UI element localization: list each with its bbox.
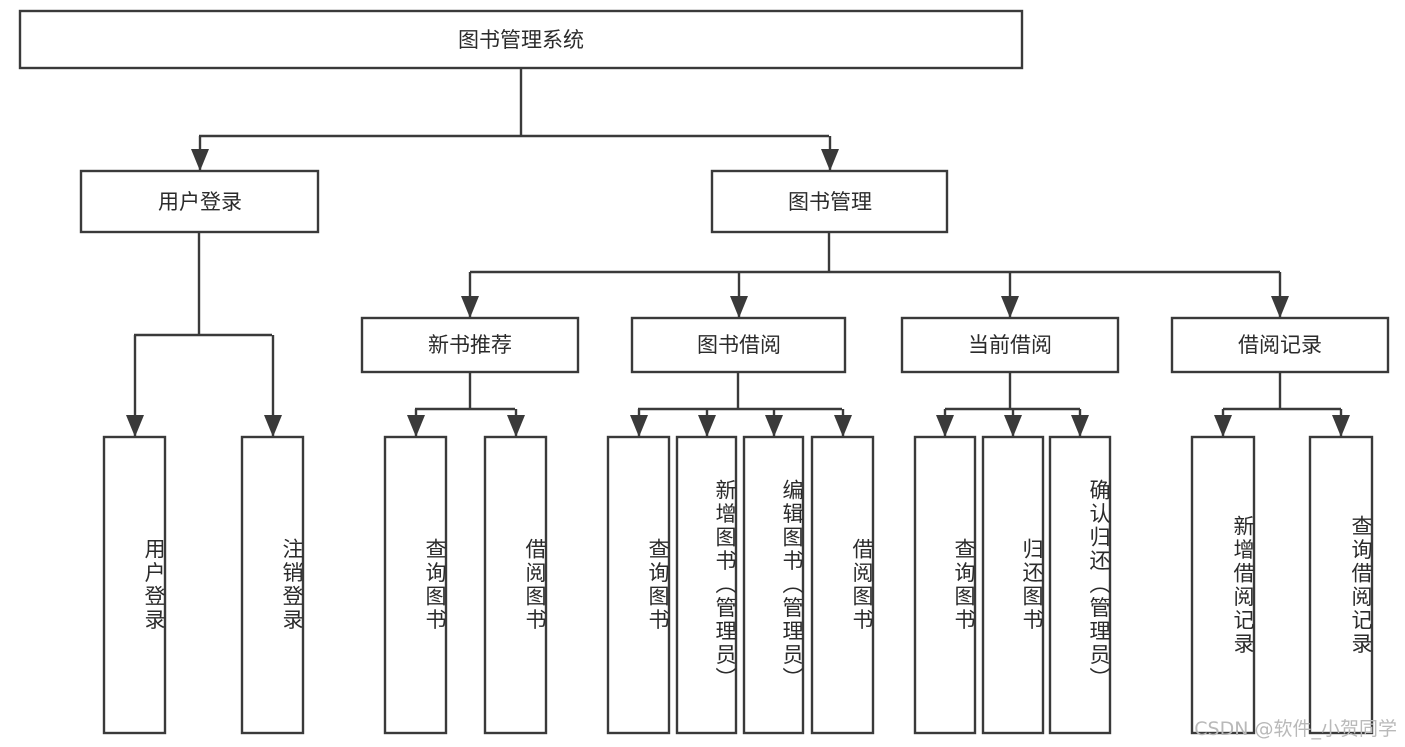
node-new-book-recommend[interactable]: 新书推荐 [360,316,580,374]
node-box-leaf-user-login[interactable] [102,435,167,735]
node-box-leaf-borrow-book-2[interactable] [810,435,875,735]
node-box-leaf-query-book-1[interactable] [383,435,448,735]
node-leaf-borrow-book-1[interactable] [483,435,548,735]
arrow-head-icon [834,415,852,437]
node-leaf-query-record[interactable] [1308,435,1374,735]
arrow-head-icon [1071,415,1089,437]
arrow-head-icon [698,415,716,437]
node-label-user-login: 用户登录 [158,190,242,214]
node-book-borrow[interactable]: 图书借阅 [630,316,847,374]
node-box-leaf-edit-book[interactable] [742,435,805,735]
node-box-book-borrow[interactable] [630,316,847,374]
arrow-head-icon [936,415,954,437]
arrow-head-icon [461,296,479,318]
node-label-borrow-record: 借阅记录 [1238,333,1322,357]
node-box-leaf-confirm-return[interactable] [1048,435,1112,735]
node-leaf-confirm-return[interactable] [1048,435,1112,735]
node-box-leaf-logout[interactable] [240,435,305,735]
node-box-current-borrow[interactable] [900,316,1120,374]
arrow-head-icon [407,415,425,437]
arrow-head-icon [507,415,525,437]
arrow-head-icon [264,415,282,437]
node-label-root: 图书管理系统 [458,28,584,52]
arrow-head-icon [821,149,839,171]
node-user-login[interactable]: 用户登录 [79,169,320,234]
arrow-head-icon [1214,415,1232,437]
node-label-book-borrow: 图书借阅 [697,333,781,357]
arrow-head-icon [126,415,144,437]
arrow-head-icon [765,415,783,437]
arrow-head-icon [1332,415,1350,437]
node-leaf-query-book-2[interactable] [606,435,671,735]
node-box-leaf-query-book-3[interactable] [913,435,977,735]
arrow-head-icon [730,296,748,318]
arrow-head-icon [1271,296,1289,318]
node-box-leaf-query-book-2[interactable] [606,435,671,735]
node-leaf-borrow-book-2[interactable] [810,435,875,735]
node-book-manage[interactable]: 图书管理 [710,169,949,234]
node-borrow-record[interactable]: 借阅记录 [1170,316,1390,374]
node-label-book-manage: 图书管理 [788,190,872,214]
node-box-leaf-add-record[interactable] [1190,435,1256,735]
arrow-head-icon [1001,296,1019,318]
csdn-watermark: CSDN @软件_小贺同学 [1194,718,1397,740]
node-box-leaf-return-book[interactable] [981,435,1045,735]
node-label-current-borrow: 当前借阅 [968,333,1052,357]
node-box-leaf-query-record[interactable] [1308,435,1374,735]
node-leaf-add-record[interactable] [1190,435,1256,735]
node-leaf-edit-book[interactable] [742,435,805,735]
node-leaf-logout[interactable] [240,435,305,735]
arrow-head-icon [630,415,648,437]
node-leaf-query-book-3[interactable] [913,435,977,735]
arrow-head-icon [1004,415,1022,437]
node-leaf-query-book-1[interactable] [383,435,448,735]
node-leaf-user-login[interactable] [102,435,167,735]
node-leaf-add-book[interactable] [675,435,738,735]
arrow-head-icon [191,149,209,171]
node-box-user-login[interactable] [79,169,320,234]
node-root[interactable]: 图书管理系统 [18,9,1024,70]
node-leaf-return-book[interactable] [981,435,1045,735]
node-box-book-manage[interactable] [710,169,949,234]
node-label-new-book-recommend: 新书推荐 [428,333,512,357]
node-box-leaf-borrow-book-1[interactable] [483,435,548,735]
node-current-borrow[interactable]: 当前借阅 [900,316,1120,374]
node-box-root[interactable] [18,9,1024,70]
node-box-leaf-add-book[interactable] [675,435,738,735]
node-box-new-book-recommend[interactable] [360,316,580,374]
node-box-borrow-record[interactable] [1170,316,1390,374]
